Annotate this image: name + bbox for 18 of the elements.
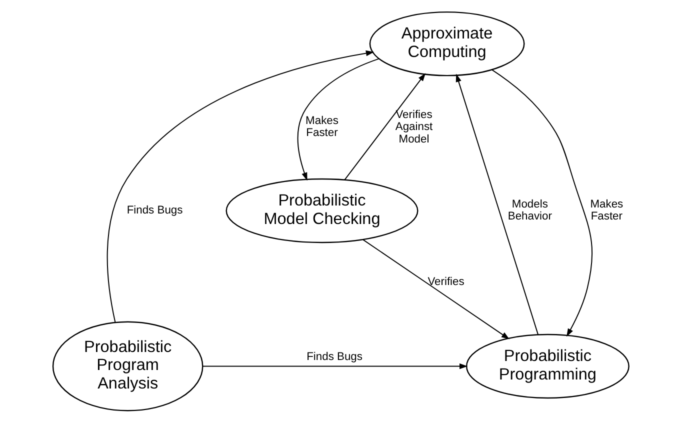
- arrow: [456, 74, 539, 335]
- edge-label: Verifies Against Model: [395, 108, 433, 146]
- edge-label: Finds Bugs: [306, 350, 362, 363]
- edge-label: Verifies: [428, 276, 464, 288]
- edge-label: Models Behavior: [508, 198, 552, 223]
- edge-label: Makes Faster: [306, 115, 338, 140]
- node-ellipse: Probabilistic Model Checking: [226, 178, 418, 244]
- edge-label: Makes Faster: [590, 198, 624, 223]
- arrow: [106, 50, 374, 322]
- node-ellipse: Approximate Computing: [369, 11, 525, 76]
- node-ellipse: Probabilistic Program Analysis: [52, 321, 204, 412]
- edge-label: Finds Bugs: [126, 204, 183, 217]
- arrow: [202, 363, 468, 370]
- arrow: [362, 239, 510, 340]
- node-ellipse: Probabilistic Programming: [466, 334, 630, 399]
- arrow: [297, 58, 380, 181]
- arrow: [344, 73, 426, 180]
- arrow: [491, 69, 593, 337]
